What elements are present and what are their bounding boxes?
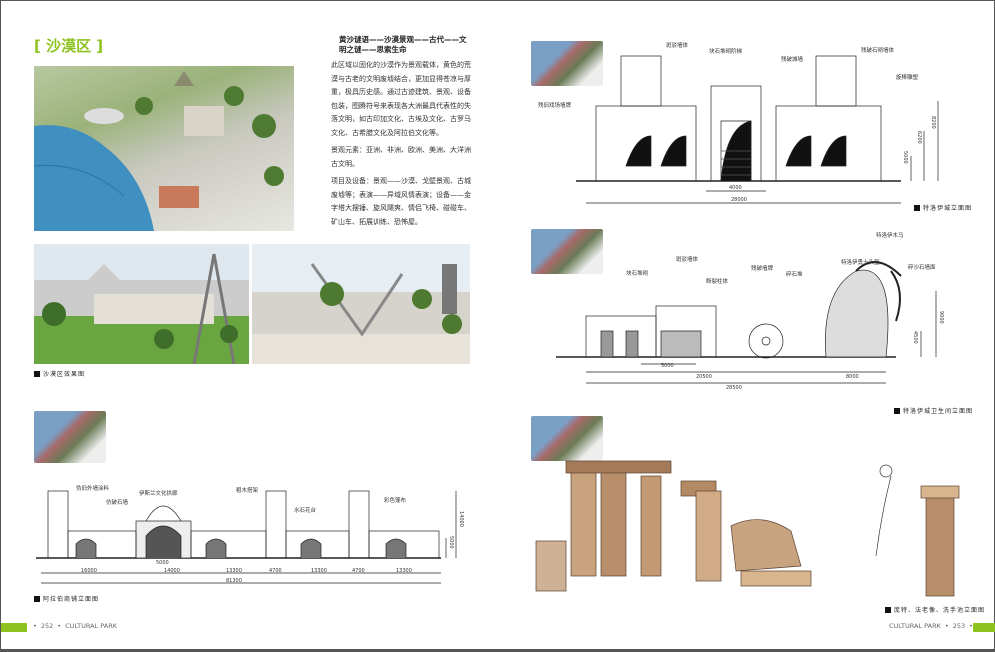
label: 旋棒雕塑 — [896, 75, 919, 81]
dimension: 14000 — [164, 568, 180, 574]
dimension: 13300 — [226, 568, 242, 574]
label: 彩色篷布 — [384, 498, 407, 504]
caption-wc: 特洛伊城卫生间立面图 — [894, 406, 973, 415]
label: 斑驳墙体 — [666, 43, 689, 49]
dimension: 4500 — [912, 331, 918, 344]
projects-paragraph: 项目及设备：景观——沙漠、戈壁景观、古城废墟等；表演——异域风情表演；设备——金… — [331, 177, 471, 226]
dimension: 5000 — [661, 363, 674, 369]
dimension: 20500 — [696, 374, 712, 380]
ruins-sketch-drawing — [535, 460, 960, 597]
label: 仿破石墙 — [106, 500, 129, 506]
dimension: 4700 — [352, 568, 365, 574]
accent-bar — [1, 623, 27, 632]
label: 块石堆砌阶梯 — [709, 49, 743, 55]
location-map-sketch — [531, 416, 603, 461]
location-map-wc — [531, 229, 603, 274]
section-title: [ 沙漠区 ] — [34, 37, 104, 55]
dimension: 5000 — [156, 560, 169, 566]
arab-elevation-drawing — [36, 490, 457, 584]
label: 碎沙石墙面 — [908, 265, 936, 271]
label: 断裂柱体 — [706, 279, 729, 285]
accent-bar — [973, 623, 995, 632]
dimension: 81300 — [226, 578, 242, 584]
dimension: 4000 — [729, 185, 742, 191]
dimension: 28500 — [726, 385, 742, 391]
caption-arab: 阿拉伯商铺立面图 — [34, 594, 99, 603]
footer-label: CULTURAL PARK — [889, 622, 941, 630]
wc-elevation-drawing — [556, 261, 937, 384]
footer-right: CULTURAL PARK•253• — [889, 622, 973, 630]
ruins-sketch — [531, 456, 971, 601]
render-plaza-image — [310, 263, 462, 337]
label: 块石堆砌 — [626, 271, 649, 277]
label: 伪旧外墙涂料 — [76, 486, 110, 492]
arab-elevation: 伪旧外墙涂料 仿破石墙 伊斯兰文化拱廊 粗木搭架 水石花台 彩色篷布 5000 … — [36, 476, 476, 586]
page-number: 252 — [40, 622, 54, 630]
dimension: 4700 — [269, 568, 282, 574]
intro-paragraph: 此区域以固化的沙漠作为景观载体，黄色的荒漠与古老的文明废墟结合，更加显得苍凉与厚… — [331, 61, 471, 137]
page-number: 253 — [952, 622, 966, 630]
caption-troy: 特洛伊城立面图 — [914, 203, 972, 212]
label: 粗木搭架 — [236, 488, 259, 494]
caption-render: 沙漠区效果图 — [34, 369, 85, 378]
label: 残破石砌墙体 — [861, 48, 895, 54]
render-street — [34, 244, 249, 364]
label: 水石花台 — [294, 508, 317, 514]
location-map-troy — [531, 41, 603, 86]
render-plaza — [252, 244, 470, 364]
label: 残破城墙 — [781, 57, 804, 63]
location-map-arab — [34, 411, 106, 463]
troy-elevation: 斑驳墙体 块石堆砌阶梯 残破城墙 残破石砌墙体 旋棒雕塑 残旧戏场墙牌 4000… — [538, 41, 956, 211]
dimension: 5000 — [902, 151, 908, 164]
dimension: 16000 — [81, 568, 97, 574]
dimension: 8000 — [846, 374, 859, 380]
label: 残旧戏场墙牌 — [538, 103, 572, 109]
label: 斑驳墙体 — [676, 257, 699, 263]
label: 残破墙牌 — [751, 266, 774, 272]
dimension: 5000 — [448, 536, 454, 549]
dimension: 8200 — [930, 116, 936, 129]
label: 碎石堆 — [786, 272, 803, 278]
dimension: 9000 — [938, 311, 944, 324]
aerial-render-image — [34, 71, 284, 231]
label: 特洛伊勇士头盔 — [841, 260, 880, 266]
dimension: 14000 — [458, 511, 464, 527]
footer-label: CULTURAL PARK — [65, 622, 117, 630]
elements-paragraph: 景观元素：亚洲、非洲、欧洲、美洲、大洋洲古文明。 — [331, 146, 471, 168]
dimension: 13300 — [311, 568, 327, 574]
footer-left: •252•CULTURAL PARK — [33, 622, 117, 630]
intro-heading: 黄沙谜语——沙漠景观——古代——文明之谜——思索生命 — [339, 35, 467, 54]
dimension: 13300 — [396, 568, 412, 574]
wc-elevation: 块石堆砌 斑驳墙体 断裂柱体 残破墙牌 碎石堆 特洛伊勇士头盔 特洛伊木马 碎沙… — [556, 231, 976, 401]
label: 特洛伊木马 — [876, 233, 904, 239]
caption-sketch: 庞特、法老像、洗手池立面图 — [885, 605, 985, 614]
label: 伊斯兰文化拱廊 — [139, 491, 178, 497]
intro-text: 黄沙谜语——沙漠景观——古代——文明之谜——思索生命 此区域以固化的沙漠作为景观… — [331, 35, 473, 233]
dimension: 28000 — [731, 197, 747, 203]
troy-elevation-drawing — [576, 55, 939, 204]
render-street-image — [42, 253, 238, 364]
dimension: 6200 — [916, 131, 922, 144]
aerial-render — [34, 66, 294, 231]
